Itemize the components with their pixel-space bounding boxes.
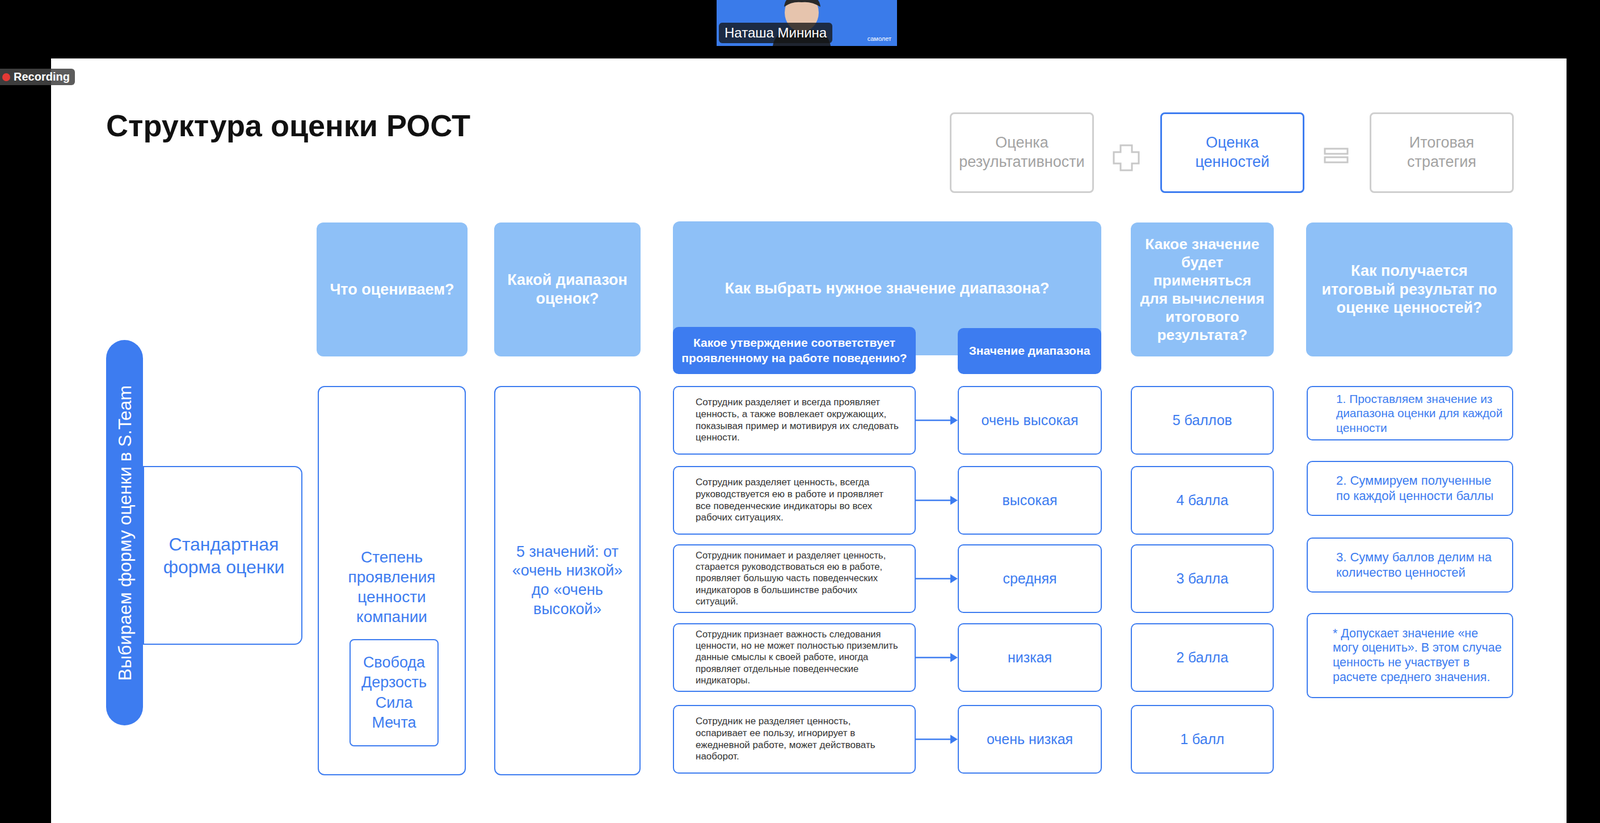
node-text: Свобода Дерзость Сила Мечта (361, 652, 427, 732)
score-box: 5 баллов (1130, 385, 1274, 455)
column-header: Что оцениваем? (316, 222, 468, 357)
node-text: Степень проявления ценности компании (348, 546, 436, 627)
column-header: Какой диапазон оценок? (494, 222, 641, 357)
node-text: Сотрудник не разделяет ценность, оспарив… (695, 715, 900, 763)
node-text: Сотрудник признает важность следования ц… (695, 628, 900, 686)
rule-box: 1. Проставляем значение из диапазона оце… (1306, 385, 1514, 441)
node-text: Какой диапазон оценок? (502, 270, 633, 309)
statement-box: Сотрудник понимает и разделяет ценность,… (672, 544, 916, 613)
node-text: низкая (1007, 649, 1052, 666)
node-text: 2 балла (1176, 649, 1229, 666)
node-text: Какое значение будет применяться для выч… (1138, 234, 1266, 345)
value-box: низкая (957, 622, 1102, 692)
column-header: Как выбрать нужное значение диапазона?Ка… (672, 221, 1102, 356)
plus-symbol (1113, 145, 1139, 171)
node-text: 5 значений: от «очень низкой» до «очень … (503, 542, 632, 620)
score-box: 1 балл (1130, 704, 1274, 774)
step-box: Оценка ценностей (1160, 112, 1305, 193)
recording-badge: Recording (0, 68, 75, 86)
node-text: 1 балл (1180, 730, 1225, 748)
arrow-connector (915, 495, 958, 505)
node-text: Что оцениваем? (329, 280, 454, 300)
arrow-line (915, 577, 951, 580)
form-box: Стандартная форма оценки (142, 465, 303, 645)
value-box: очень низкая (957, 704, 1102, 774)
node-text: средняя (1002, 570, 1057, 587)
value-box: средняя (957, 544, 1102, 613)
arrow-connector (915, 415, 958, 425)
statement-box: Сотрудник разделяет и всегда проявляет ц… (672, 385, 916, 455)
node-text: 2. Суммируем полученные по каждой ценнос… (1336, 473, 1505, 504)
statement-box: Сотрудник разделяет ценность, всегда рук… (672, 465, 916, 535)
arrow-head (950, 415, 958, 425)
node-text: Сотрудник разделяет ценность, всегда рук… (695, 476, 900, 524)
arrow-line (915, 656, 951, 659)
person-hair (784, 0, 821, 7)
node-text: Сотрудник разделяет и всегда проявляет ц… (695, 396, 900, 444)
note-box: * Допускает значение «не могу оценить». … (1306, 612, 1514, 698)
node-text: очень низкая (986, 730, 1073, 748)
arrow-line (915, 419, 951, 421)
video-tile: Наташа Минина самолет (716, 0, 898, 46)
score-box: 2 балла (1130, 622, 1274, 692)
step-box: Итоговая стратегия (1369, 112, 1514, 193)
node-text: 5 баллов (1172, 411, 1232, 429)
arrow-connector (915, 734, 958, 744)
node-text: * Допускает значение «не могу оценить». … (1332, 626, 1505, 685)
step-box: Оценка результативности (949, 112, 1094, 193)
node-text: Стандартная форма оценки (155, 532, 293, 579)
node-text: Значение диапазона (969, 343, 1091, 359)
node-text: Итоговая стратегия (1377, 133, 1507, 172)
rule-box: 2. Суммируем полученные по каждой ценнос… (1306, 460, 1514, 516)
score-box: 4 балла (1130, 465, 1274, 535)
column-header: Какое значение будет применяться для выч… (1130, 222, 1274, 357)
column-header: Как получается итоговый результат по оце… (1306, 222, 1513, 357)
arrow-head (950, 734, 958, 744)
column-body: 5 значений: от «очень низкой» до «очень … (494, 385, 641, 776)
arrow-connector (915, 574, 958, 584)
node-text: Наташа Минина (718, 22, 833, 44)
arrow-head (950, 495, 958, 505)
node-text: Как выбрать нужное значение диапазона? (725, 279, 1050, 298)
node-text: Как получается итоговый результат по оце… (1314, 261, 1505, 318)
score-box: 3 балла (1130, 544, 1274, 613)
value-box: очень высокая (957, 385, 1102, 455)
node-text: Выбираем форму оценки в S.Team (114, 384, 136, 680)
node-text: самолет (867, 35, 892, 42)
equals-symbol (1324, 157, 1348, 163)
node-text: 3 балла (1176, 570, 1229, 587)
node-text: Сотрудник понимает и разделяет ценность,… (695, 549, 900, 608)
statement-box: Сотрудник не разделяет ценность, оспарив… (672, 704, 916, 774)
sub-header: Значение диапазона (957, 327, 1102, 374)
equals-symbol (1324, 148, 1348, 154)
node-text: 4 балла (1176, 491, 1229, 509)
arrow-connector (915, 653, 958, 663)
arrow-head (950, 574, 958, 584)
sub-header: Какое утверждение соответствует проявлен… (672, 326, 916, 374)
node-text: Оценка ценностей (1167, 133, 1298, 172)
node-text: 3. Сумму баллов делим на количество ценн… (1336, 549, 1505, 580)
node-text: высокая (1002, 491, 1058, 509)
values-list: Свобода Дерзость Сила Мечта (349, 638, 439, 747)
node-text: 1. Проставляем значение из диапазона оце… (1336, 391, 1505, 435)
arrow-line (915, 499, 951, 501)
rule-box: 3. Сумму баллов делим на количество ценн… (1306, 537, 1514, 593)
side-pill: Выбираем форму оценки в S.Team (106, 339, 143, 726)
slide-title: Структура оценки РОСТ (106, 107, 471, 143)
arrow-line (915, 738, 951, 740)
node-text: Оценка результативности (957, 133, 1087, 172)
arrow-head (950, 653, 958, 663)
column-body: Степень проявления ценности компанииСвоб… (317, 385, 466, 776)
node-text: Какое утверждение соответствует проявлен… (678, 335, 911, 366)
value-box: высокая (957, 465, 1102, 535)
node-text: очень высокая (981, 411, 1079, 429)
statement-box: Сотрудник признает важность следования ц… (672, 622, 916, 692)
